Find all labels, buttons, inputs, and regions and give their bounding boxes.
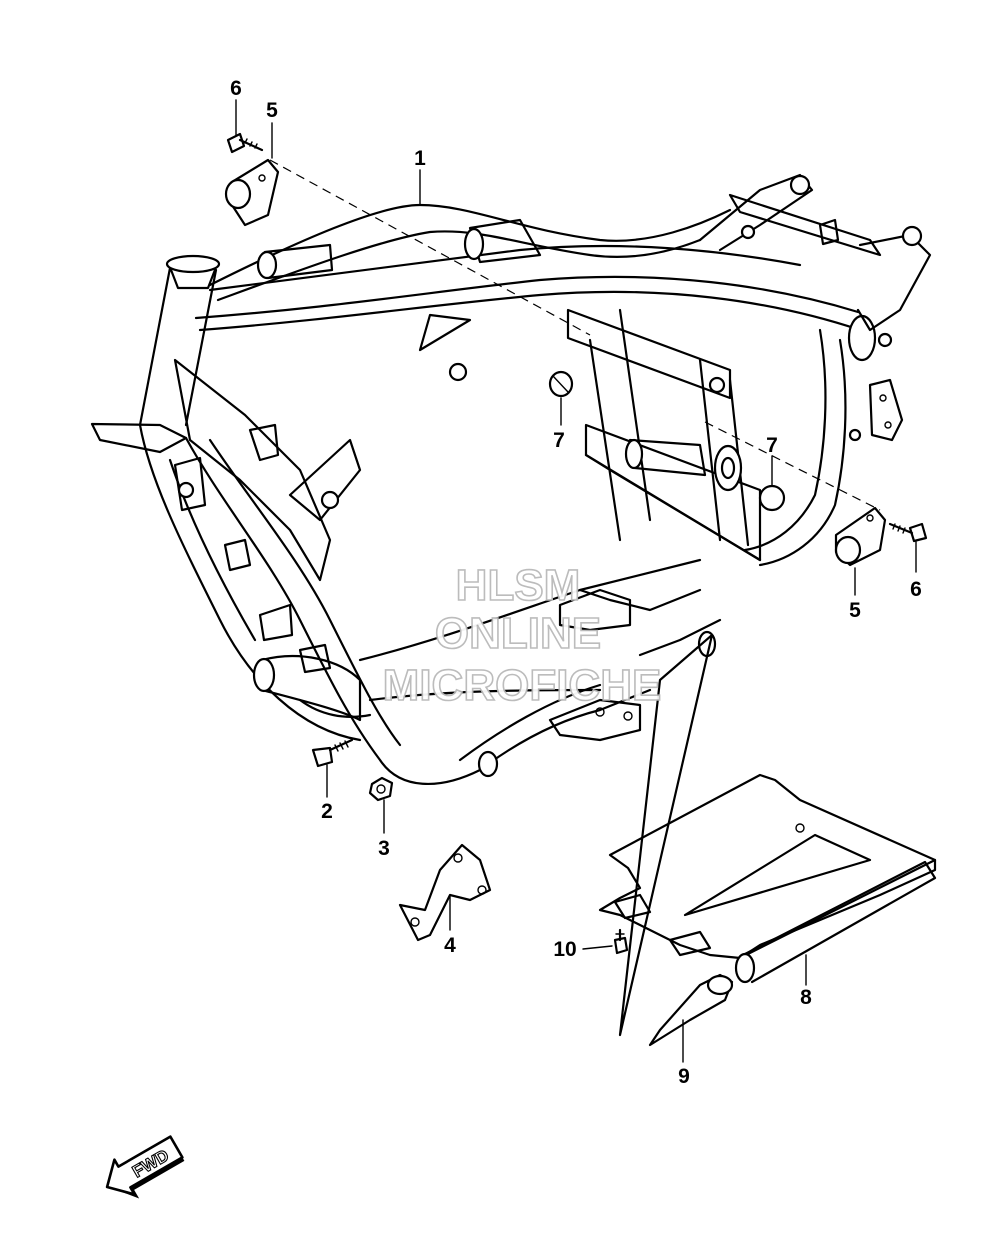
bolt-part-2[interactable] [311,738,354,768]
callout-2: 2 [321,800,333,823]
bracket-part-4[interactable] [398,843,492,942]
callout-8: 8 [800,986,812,1009]
screw-part-10[interactable] [613,928,629,955]
fwd-direction-arrow: FWD [105,1135,185,1199]
callout-7-left: 7 [553,429,565,452]
callout-labels: 1 2 3 4 5 5 6 6 7 7 8 9 10 [230,77,922,1088]
callout-3: 3 [378,837,390,860]
callout-6-upper: 6 [230,77,242,100]
bolt-part-6-upper[interactable] [226,132,264,154]
leader-lines [235,99,917,1063]
callout-1: 1 [414,147,426,170]
bolt-part-6-right[interactable] [888,522,928,543]
callout-6-right: 6 [910,578,922,601]
guard-part-8[interactable] [598,773,937,984]
watermark-line-1: HLSM [456,561,581,610]
callout-5-upper: 5 [266,99,278,122]
centerline-right [704,421,881,511]
nut-part-3[interactable] [368,776,394,802]
fwd-arrow-shadow [112,1157,185,1199]
guard-section-outline [618,633,714,1037]
watermark: HLSM ONLINE MICROFICHE [382,560,662,711]
bracket-part-5-upper[interactable] [224,158,280,227]
callout-5-right: 5 [849,599,861,622]
centerline-upper [269,159,591,336]
cover-part-9[interactable] [648,973,734,1047]
bracket-part-5-right[interactable] [834,506,887,567]
callout-7-right: 7 [766,434,778,457]
frame-part-1[interactable] [90,173,932,786]
callout-4: 4 [444,934,456,957]
watermark-line-2: ONLINE [435,609,601,658]
grommet-part-7-left[interactable] [548,370,574,398]
callout-10: 10 [553,938,576,961]
grommet-part-7-right[interactable] [758,484,786,512]
callout-9: 9 [678,1065,690,1088]
watermark-line-3: MICROFICHE [383,661,662,710]
